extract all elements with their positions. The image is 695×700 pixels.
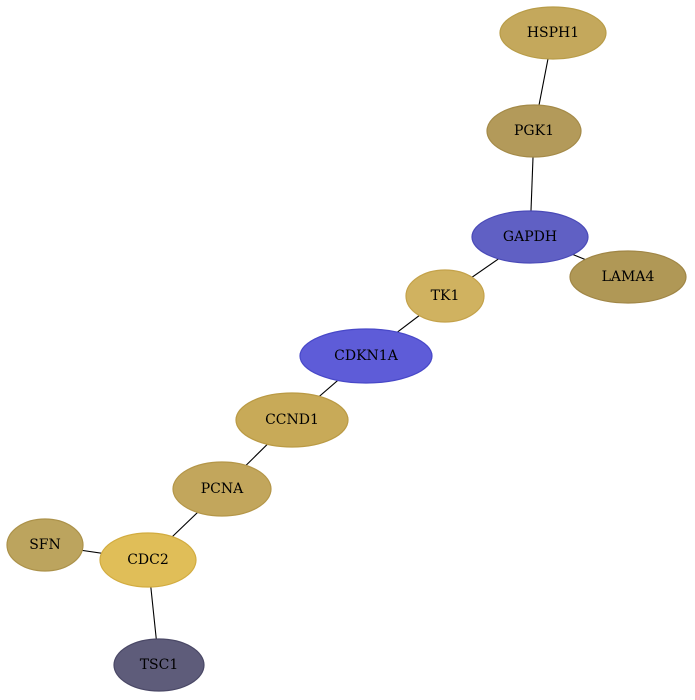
node-label: SFN: [29, 537, 61, 553]
node-label: TK1: [431, 288, 460, 304]
node-label: TSC1: [140, 657, 179, 673]
node-ccnd1[interactable]: CCND1: [235, 392, 349, 448]
node-label: CCND1: [265, 412, 319, 428]
node-tsc1[interactable]: TSC1: [113, 638, 205, 692]
node-pcna[interactable]: PCNA: [172, 461, 272, 517]
node-pgk1[interactable]: PGK1: [486, 104, 582, 158]
node-ellipse: [299, 328, 433, 384]
node-label: PGK1: [514, 123, 554, 139]
node-label: GAPDH: [503, 229, 557, 245]
node-ellipse: [6, 518, 84, 572]
node-label: PCNA: [201, 481, 244, 497]
node-label: HSPH1: [527, 25, 579, 41]
node-cdkn1a[interactable]: CDKN1A: [299, 328, 433, 384]
node-ellipse: [405, 269, 485, 323]
node-ellipse: [499, 6, 607, 60]
node-sfn[interactable]: SFN: [6, 518, 84, 572]
node-label: CDC2: [127, 552, 169, 568]
node-tk1[interactable]: TK1: [405, 269, 485, 323]
node-ellipse: [569, 250, 687, 304]
node-ellipse: [471, 210, 589, 264]
node-cdc2[interactable]: CDC2: [99, 532, 197, 588]
node-hsph1[interactable]: HSPH1: [499, 6, 607, 60]
node-gapdh[interactable]: GAPDH: [471, 210, 589, 264]
node-ellipse: [235, 392, 349, 448]
node-ellipse: [172, 461, 272, 517]
node-lama4[interactable]: LAMA4: [569, 250, 687, 304]
node-ellipse: [486, 104, 582, 158]
node-label: CDKN1A: [334, 348, 399, 364]
node-ellipse: [113, 638, 205, 692]
node-label: LAMA4: [602, 269, 655, 285]
node-ellipse: [99, 532, 197, 588]
